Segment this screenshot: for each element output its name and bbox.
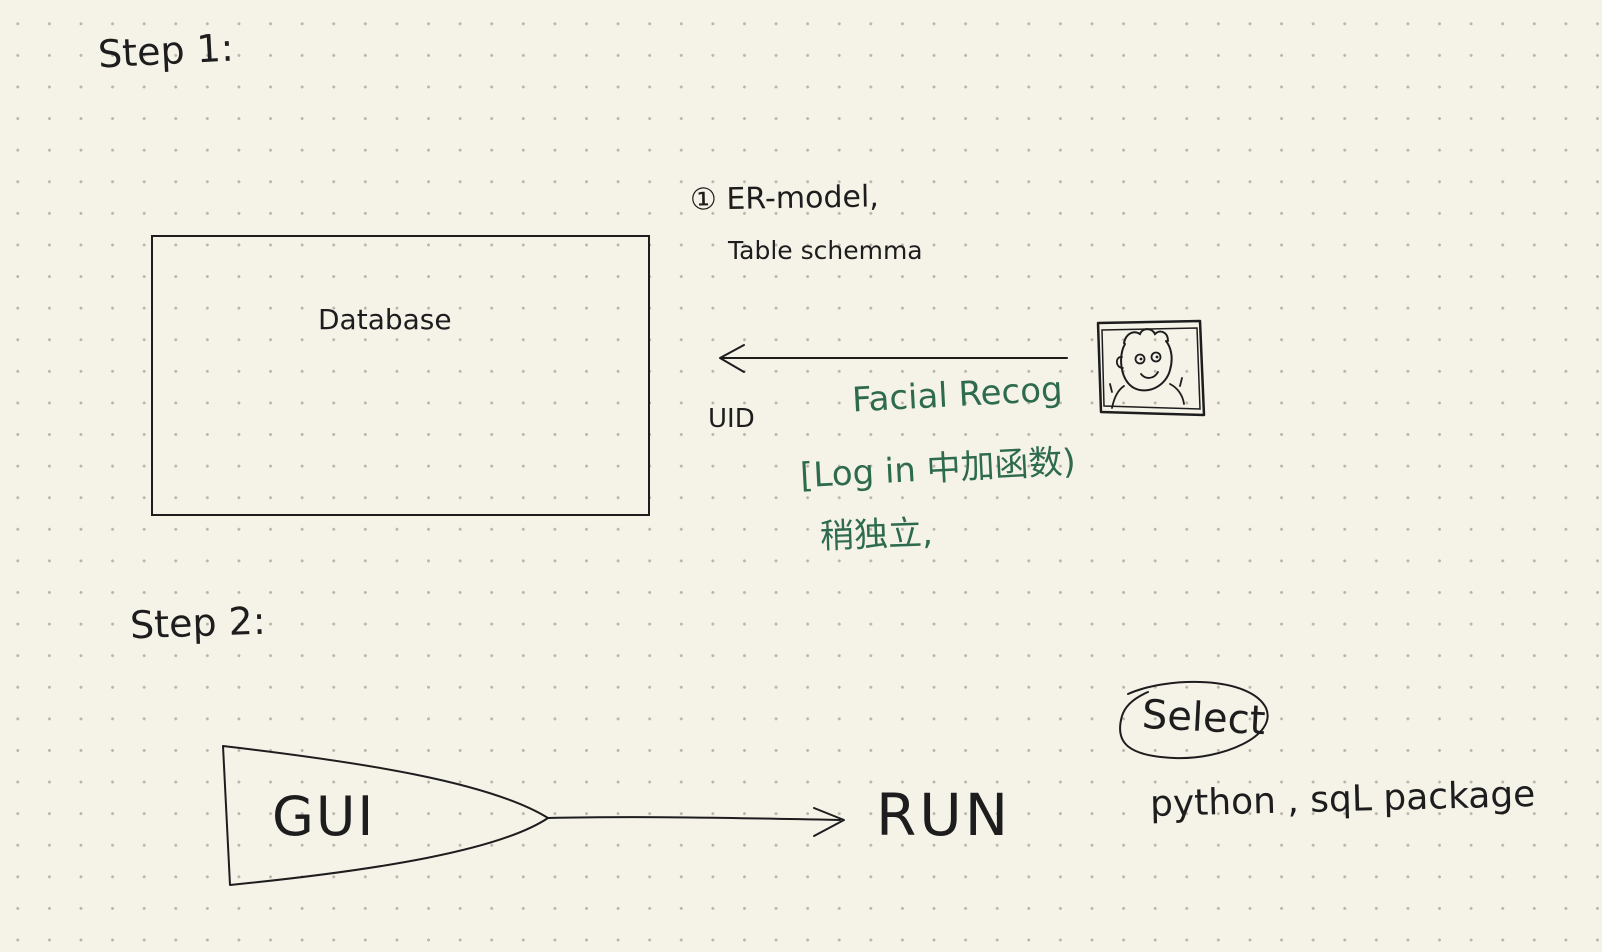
uid-arrowhead <box>719 344 745 373</box>
step1-heading: Step 1: <box>96 25 235 77</box>
select-circle <box>1119 680 1269 760</box>
run-label: RUN <box>876 781 1012 849</box>
er-model-note: ① ER-model, <box>689 179 880 218</box>
select-label: Select <box>1140 691 1267 745</box>
user-face-photo-icon <box>1096 319 1206 417</box>
table-schema-note: Table schemma <box>728 236 923 265</box>
facial-recog-label: Facial Recog <box>851 369 1064 421</box>
database-box <box>151 235 650 516</box>
independent-note: 稍独立, <box>819 513 934 557</box>
gui-run-arrow <box>547 816 841 821</box>
python-sql-package-note: python , sqL package <box>1149 773 1536 826</box>
gui-label: GUI <box>272 785 376 848</box>
step2-heading: Step 2: <box>129 598 267 648</box>
uid-label: UID <box>708 404 755 434</box>
gui-run-arrowhead <box>813 807 845 837</box>
database-label: Database <box>318 303 452 336</box>
